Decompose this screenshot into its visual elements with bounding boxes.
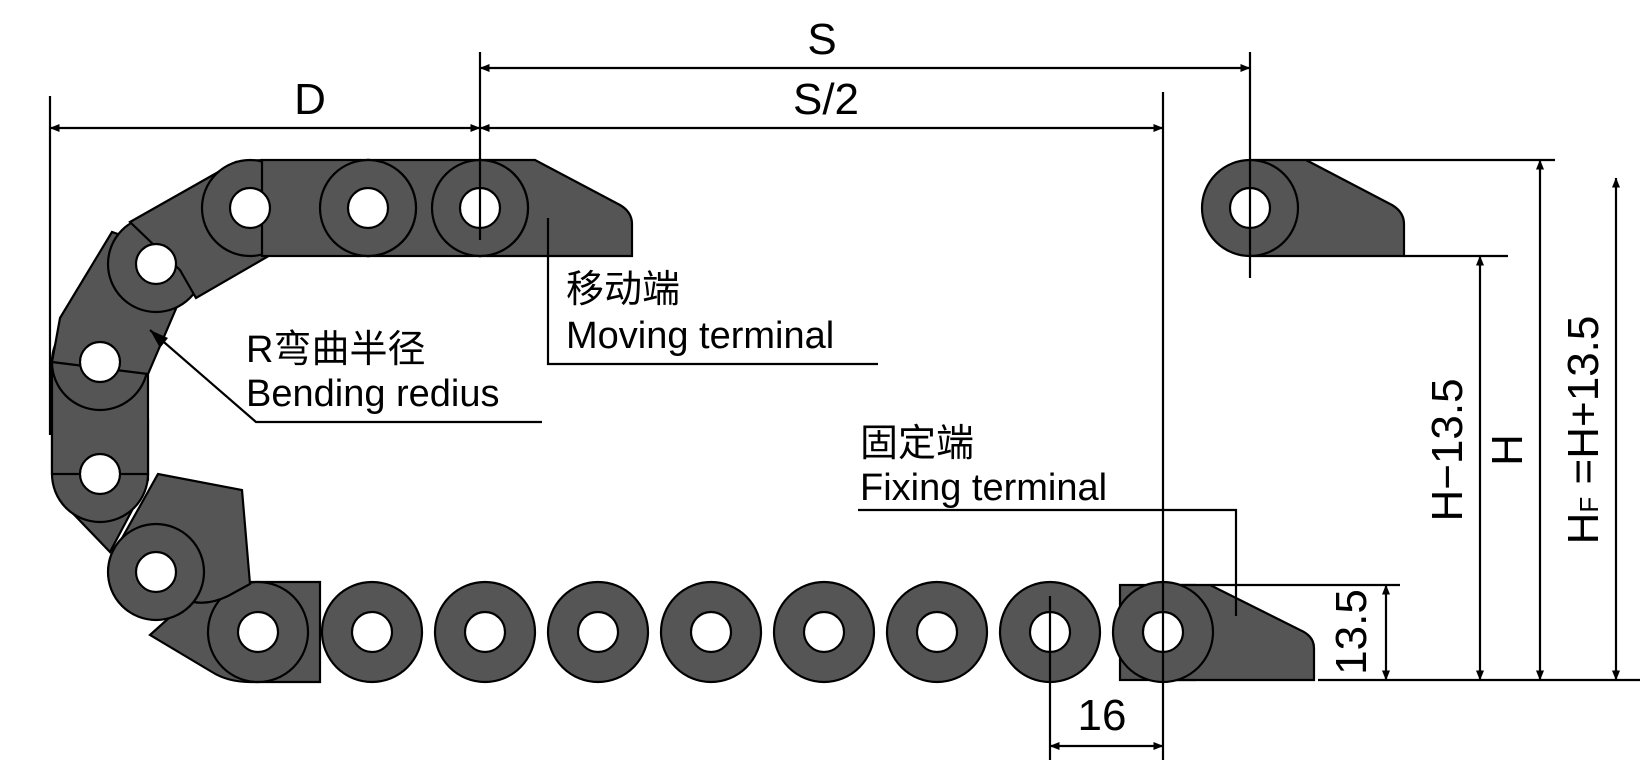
leader-fixing-terminal: [858, 508, 1238, 616]
label-height-f: HF =H+13.5: [1559, 316, 1608, 545]
dimension-lines: [48, 52, 1640, 760]
label-height-f-base: H: [1559, 513, 1608, 545]
label-d: D: [294, 75, 326, 124]
label-s-half: S/2: [793, 75, 859, 124]
label-moving-terminal-en: Moving terminal: [566, 315, 834, 357]
pin-hole: [463, 610, 507, 654]
pin-hole: [802, 610, 846, 654]
leader-bending-arrowhead: [150, 330, 168, 348]
pin-hole: [915, 610, 959, 654]
pin-hole: [78, 340, 122, 384]
pin-hole: [228, 186, 272, 230]
pin-hole: [346, 186, 390, 230]
label-s: S: [807, 15, 836, 64]
pin-hole: [134, 242, 178, 286]
label-height-f-subscript: F: [1574, 497, 1604, 513]
label-terminal-height: 13.5: [1327, 589, 1376, 675]
label-height: H: [1483, 434, 1532, 466]
label-fixing-terminal-cn: 固定端: [860, 423, 974, 465]
pin-hole: [236, 610, 280, 654]
label-pitch: 16: [1078, 691, 1127, 740]
pin-hole: [134, 550, 178, 594]
label-bending-radius-en: Bending redius: [246, 373, 500, 415]
pin-hole: [78, 452, 122, 496]
pin-hole: [689, 610, 733, 654]
label-height-f-rest: =H+13.5: [1559, 316, 1608, 497]
label-height-minus: H−13.5: [1423, 378, 1472, 521]
pin-hole: [350, 610, 394, 654]
callout-labels: 移动端 Moving terminal R弯曲半径 Bending redius…: [246, 269, 1107, 509]
leader-bending-radius: [149, 329, 542, 424]
leader-moving-terminal: [546, 218, 878, 366]
dimension-labels: S S/2 D 16 13.5 H−13.5 H HF =H+13.5: [294, 15, 1608, 740]
label-bending-radius-cn: R弯曲半径: [246, 329, 425, 371]
label-fixing-terminal-en: Fixing terminal: [860, 467, 1107, 509]
pin-hole: [576, 610, 620, 654]
label-moving-terminal-cn: 移动端: [566, 269, 680, 311]
top-run: [260, 158, 634, 258]
